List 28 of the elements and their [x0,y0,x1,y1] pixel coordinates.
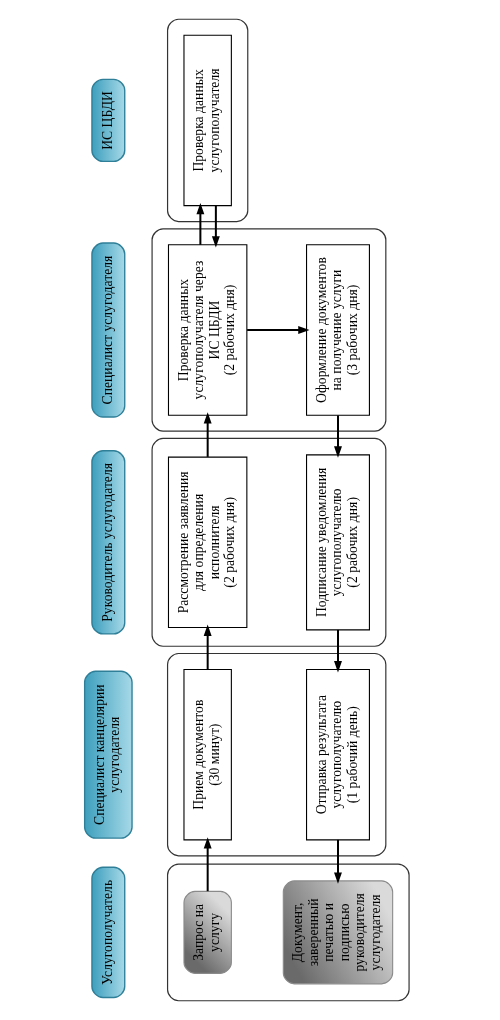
node-box: Подписание уведомления услугополучателю (2 рабочих дня) [305,454,370,631]
arrow [333,414,342,458]
arrow [333,628,342,673]
node-box: Документ, заверенный печатью и подписью руководителя услугодателя [282,880,393,985]
arrow [211,204,220,248]
node-box: Специалист услугодателя [90,242,125,418]
node-box: Специалист канцелярии услугодателя [83,670,133,839]
cluster [166,652,386,857]
node-box: Проверка данных услугополучателя через ИС ЦБДИ (2 рабочих дня) [167,244,247,416]
node-box: Запрос на услугу [182,890,232,974]
cluster [151,437,386,647]
node-box: Оформление документов на получение услуги (3 рабочих дня) [305,244,370,416]
cluster [166,863,410,1002]
cluster [166,18,248,223]
node-box: Услугополучатель [90,866,125,999]
arrow [195,202,204,246]
arrow [245,326,310,334]
arrow [203,837,212,893]
arrow [333,838,342,884]
node-box: Отправка результата услугополучателю (1 рабочий день) [305,668,370,841]
node-box: ИС ЦБДИ [90,78,125,163]
node-box: Руководитель услугодателя [90,450,125,635]
node-box: Рассмотрение заявления для определения исполнителя (2 рабочих дня) [167,456,247,629]
arrow [203,412,212,458]
node-box: Проверка данных услугополучателя [182,34,232,207]
cluster [151,228,386,432]
node-box: Прием документов (30 минут) [182,668,232,841]
arrow [203,624,212,671]
